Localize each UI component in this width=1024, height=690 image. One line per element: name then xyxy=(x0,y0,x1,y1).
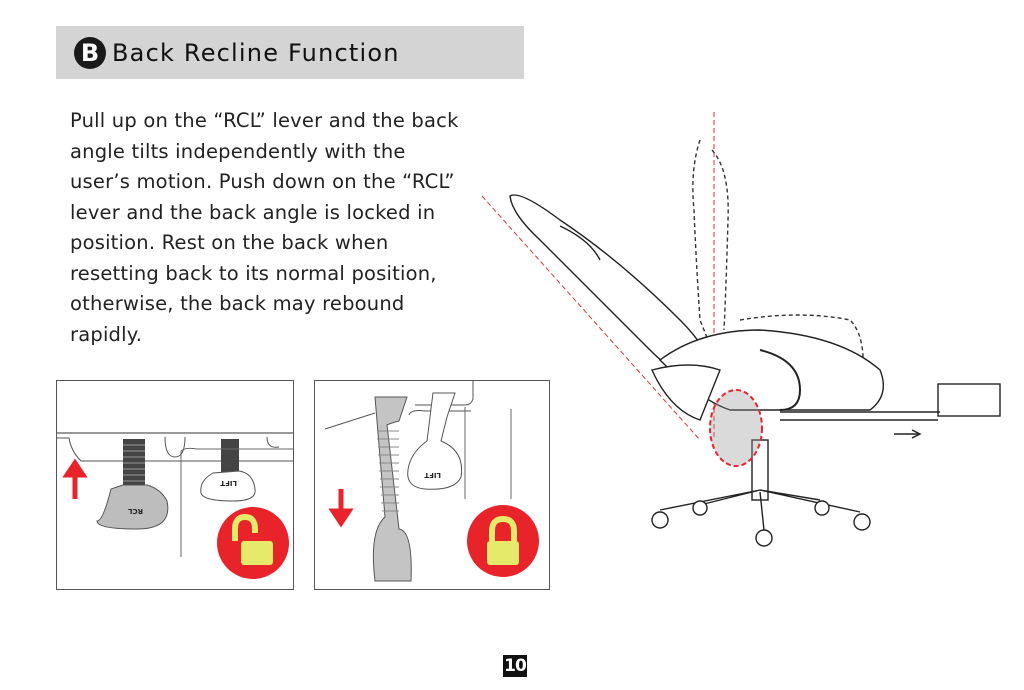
lift-lever xyxy=(407,392,463,490)
section-badge: B xyxy=(74,36,106,69)
unlock-figure: RCL LIFT xyxy=(56,380,294,590)
arrow-down-icon xyxy=(328,489,354,528)
section-title: Back Recline Function xyxy=(112,38,400,67)
page-number: 10 xyxy=(503,655,527,677)
lift-lever-label: LIFT xyxy=(220,479,237,487)
lift-lever-label: LIFT xyxy=(424,471,441,479)
lift-lever xyxy=(200,470,256,502)
arrow-up-icon xyxy=(62,458,88,499)
section-header: B Back Recline Function xyxy=(56,26,524,79)
instructions-text: Pull up on the “RCL” lever and the back … xyxy=(70,109,459,346)
rcl-lever-highlight xyxy=(709,389,763,467)
rcl-lever-label: RCL xyxy=(127,507,143,515)
chair-recline-diagram xyxy=(481,112,1001,547)
rcl-lever xyxy=(372,396,412,582)
lock-figure: LIFT xyxy=(314,380,550,590)
rcl-lever xyxy=(96,484,169,530)
